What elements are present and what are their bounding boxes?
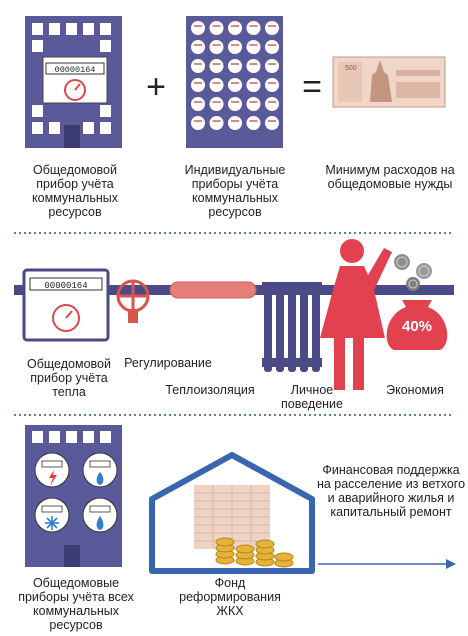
heat-meter-icon: [22, 268, 110, 342]
equals-sign: =: [302, 68, 322, 106]
individual-meter-dial: [246, 116, 261, 130]
individual-meter-dial: [209, 116, 224, 130]
individual-meter-dial: [228, 116, 242, 130]
caption-all-meters: Общедомовые приборы учёта всех коммуналь…: [18, 576, 134, 632]
electricity-icon: [49, 470, 57, 486]
individual-meter-dial: [209, 21, 224, 35]
individual-meter-dial: [209, 59, 224, 73]
individual-meter-dial: [265, 116, 279, 130]
arrow-head-icon: [446, 559, 456, 569]
individual-meter-dial: [265, 21, 279, 35]
individual-meter-dial: [191, 78, 205, 92]
banknote-stack-icon: [194, 485, 270, 549]
individual-meter-dial: [209, 78, 224, 92]
individual-meter-dial: [246, 59, 261, 73]
individual-meter-dial: [246, 21, 261, 35]
woman-icon: [320, 239, 392, 390]
individual-meter-dial: [265, 40, 279, 54]
building-meter-icon: [25, 16, 122, 148]
building-individual-meters-icon: [186, 16, 283, 148]
individual-meter-dial: [191, 59, 205, 73]
caption-housing-fund: Фонд реформирования ЖКХ: [179, 576, 281, 618]
water-drop-icon: [96, 516, 104, 530]
caption-building-meter: Общедомовой прибор учёта коммунальных ре…: [32, 163, 118, 219]
individual-meter-dial: [228, 40, 242, 54]
individual-meter-dial: [246, 78, 261, 92]
individual-meter-dial: [246, 40, 261, 54]
individual-meter-dial: [191, 40, 205, 54]
svg-text:500: 500: [345, 65, 357, 72]
individual-meter-dial: [265, 97, 279, 111]
caption-financial-support: Финансовая поддержка на расселение из ве…: [316, 463, 466, 519]
caption-regulation: Регулирование: [124, 356, 212, 370]
individual-meter-dial: [191, 97, 205, 111]
caption-personal-behavior: Личное поведение: [281, 383, 343, 411]
money-bag-icon: [386, 300, 448, 350]
snowflake-icon: [45, 516, 59, 530]
caption-economy: Экономия: [386, 383, 444, 397]
economy-percent: 40%: [402, 318, 432, 335]
individual-meter-dial: [191, 21, 205, 35]
insulation-icon: [169, 281, 257, 299]
caption-heat-meter: Общедомовой прибор учёта тепла: [27, 357, 111, 399]
individual-meter-dial: [265, 78, 279, 92]
individual-meter-dial: [209, 40, 224, 54]
coins-icon: [394, 254, 432, 291]
radiator-icon: [262, 282, 322, 372]
individual-meter-dial: [228, 21, 242, 35]
house-outline-icon: [149, 452, 315, 574]
banknote-icon: 500: [332, 56, 446, 108]
meter-digits-1: 00000164: [55, 65, 96, 75]
individual-meter-dial: [209, 97, 224, 111]
individual-meter-dial: [228, 59, 242, 73]
individual-meter-dial: [228, 97, 242, 111]
gold-coins-icon: [215, 537, 294, 568]
building-all-meters-icon: [25, 425, 122, 567]
individual-meter-dial: [228, 78, 242, 92]
individual-meter-dial: [265, 59, 279, 73]
valve-icon: [116, 279, 150, 323]
meter-digits-2: 00000164: [44, 281, 87, 291]
plus-sign: +: [146, 68, 166, 106]
gas-flame-icon: [96, 472, 104, 485]
caption-insulation: Теплоизоляция: [165, 383, 255, 397]
individual-meter-dial: [191, 116, 205, 130]
caption-individual-meters: Индивидуальные приборы учёта коммунальны…: [184, 163, 286, 219]
individual-meter-dial: [246, 97, 261, 111]
caption-minimum-costs: Минимум расходов на общедомовые нужды: [325, 163, 455, 191]
